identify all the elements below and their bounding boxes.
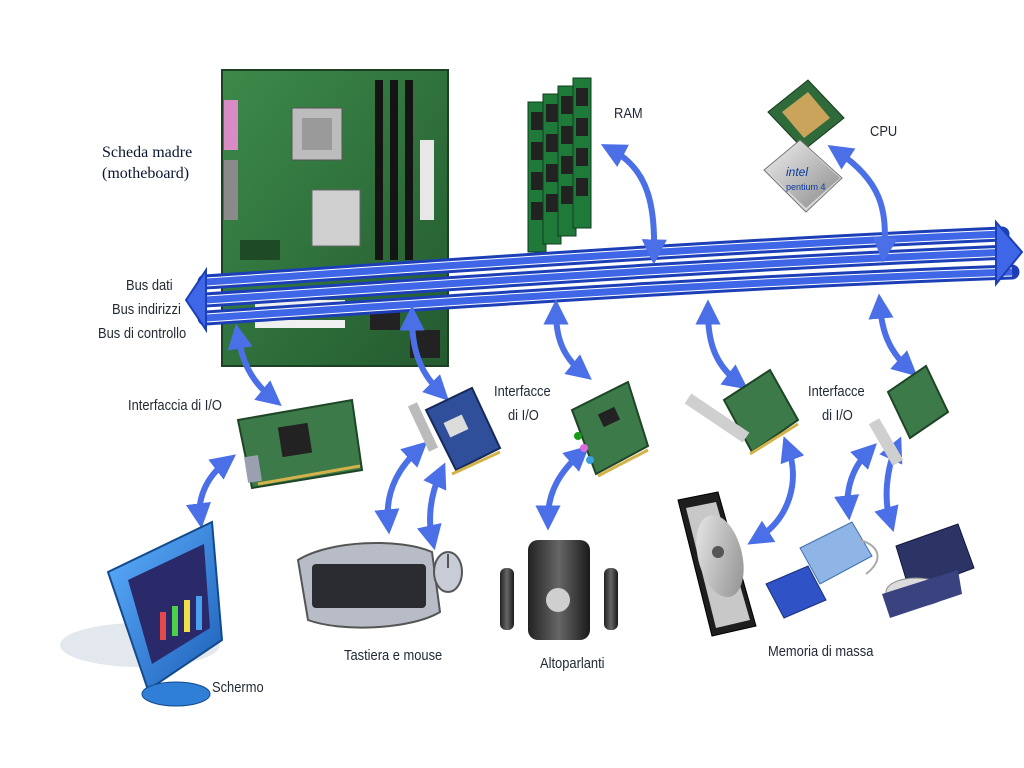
cpu-bus-arrow [827,145,898,263]
io-card-icon [407,386,502,476]
io-keyboard-arrow [374,441,428,535]
ram-bus-arrow [600,144,667,265]
floppy-drive-icon [765,521,879,619]
storage-floppy-arrow [834,443,877,521]
io-mouse-arrow [416,462,447,551]
io-interface-label-line2: di I/O [508,407,539,424]
storage-interface-arrow [868,293,918,377]
ram-icon [527,77,592,253]
mouse-icon [433,551,463,593]
video-interface-label: Interfaccia di I/O [128,397,222,414]
disk-interface-arrow [695,299,749,390]
io-interface-right-label-line1: Interfacce [808,383,865,400]
keyboard-icon [296,541,442,629]
sound-speakers-arrow [535,445,590,531]
hard-disk-icon [677,491,757,637]
address-bus-label: Bus indirizzi [112,301,181,318]
speakers-icon [500,540,618,640]
cpu-icon: intel pentium 4 [763,79,845,213]
cpu-brand: intel [786,165,808,179]
cpu-model: pentium 4 [786,182,826,192]
sound-interface-arrow [543,299,592,380]
storage-interface-card-icon [868,364,950,466]
disk-harddisk-arrow [747,436,805,545]
keyboard-mouse-label: Tastiera e mouse [344,647,443,664]
motherboard-label-line2: (motheboard) [102,165,190,182]
control-bus-arrow [197,264,1020,326]
io-interface-right-label-line2: di I/O [822,407,853,424]
monitor-icon [60,520,224,707]
ram-label: RAM [614,105,643,122]
motherboard-label-line1: Scheda madre [102,144,193,161]
video-monitor-arrow [185,454,237,529]
video-interface-arrow [227,323,282,406]
sound-card-icon [570,380,650,478]
io-interface-label-line1: Interfacce [494,383,551,400]
io-interface-arrow [399,305,449,401]
video-card-icon [236,398,364,490]
mass-storage-label: Memoria di massa [768,643,874,660]
optical-drive-icon [882,523,975,618]
data-bus-label: Bus dati [126,277,173,294]
control-bus-label: Bus di controllo [98,325,187,342]
cpu-label: CPU [870,123,898,140]
speakers-label: Altoparlanti [540,655,605,672]
screen-label: Schermo [212,679,264,696]
disk-controller-card-icon [684,368,800,456]
